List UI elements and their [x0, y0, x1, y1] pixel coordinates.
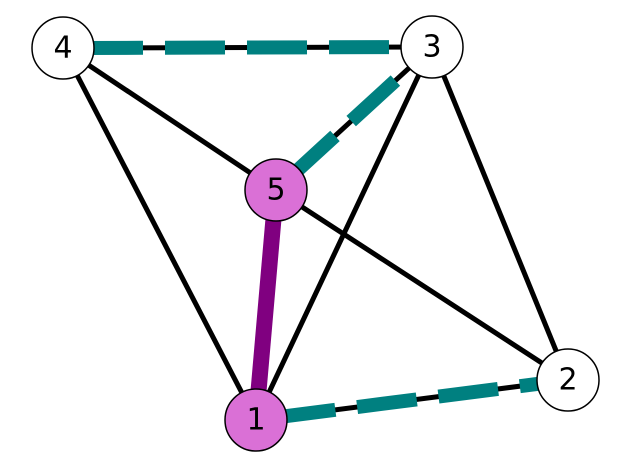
node-3-label: 3 [422, 30, 441, 65]
node-2-label: 2 [558, 363, 577, 398]
nodes-layer: 1 2 3 4 5 [31, 15, 600, 452]
node-1-label: 1 [246, 403, 265, 438]
node-5-circle [244, 158, 308, 222]
edge-1-5 [248, 189, 284, 421]
node-5-label: 5 [266, 173, 285, 208]
node-3: 3 [400, 15, 464, 79]
node-2: 2 [536, 348, 600, 412]
edge-4-1 [60, 46, 259, 422]
edge-4-5 [61, 45, 278, 193]
node-4-label: 4 [53, 31, 72, 66]
node-5: 5 [244, 158, 308, 222]
node-4: 4 [31, 16, 95, 80]
node-1: 1 [224, 388, 288, 452]
node-4-circle [31, 16, 95, 80]
node-1-circle [224, 388, 288, 452]
edge-4-3 [62, 40, 433, 55]
node-2-circle [536, 348, 600, 412]
node-3-circle [400, 15, 464, 79]
edge-1-2 [255, 373, 569, 427]
edge-5-3 [271, 41, 437, 196]
edges-layer [60, 40, 571, 427]
edge-5-2 [274, 187, 570, 383]
edge-3-2 [429, 46, 571, 381]
